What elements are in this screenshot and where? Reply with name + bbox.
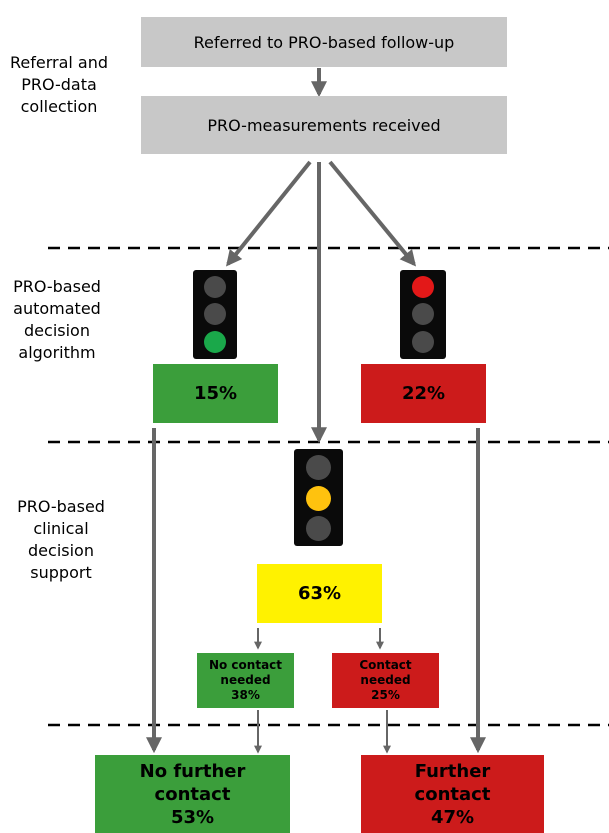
no-contact-percent: 38% xyxy=(231,688,260,702)
lamp-bottom xyxy=(306,516,331,541)
arrow-received-to-green xyxy=(225,160,312,267)
traffic-light-red-icon xyxy=(400,270,446,359)
lamp-middle xyxy=(204,303,226,325)
stage-algorithm-line-3: decision xyxy=(24,321,90,340)
stage-support-line-1: PRO-based xyxy=(17,497,105,516)
no-further-line-1: No further xyxy=(139,760,246,782)
stage-algorithm-line-1: PRO-based xyxy=(13,277,101,296)
lamp-bottom xyxy=(412,331,434,353)
yellow-percent: 63% xyxy=(297,583,342,604)
no-further-contact-box: No further contact 53% xyxy=(95,755,290,833)
dashed-separators xyxy=(48,246,609,727)
further-line-1: Further xyxy=(414,760,491,782)
lamp-middle-lit xyxy=(306,486,331,511)
no-contact-needed-box: No contact needed 38% xyxy=(197,653,294,708)
lamp-top xyxy=(306,455,331,480)
red-percent: 22% xyxy=(401,383,446,404)
traffic-light-yellow-icon xyxy=(294,449,343,546)
contact-line-2: needed xyxy=(360,673,411,687)
lamp-bottom-lit xyxy=(204,331,226,353)
contact-needed-box: Contact needed 25% xyxy=(332,653,439,708)
red-percent-box: 22% xyxy=(361,364,486,423)
stage-support-line-3: decision xyxy=(28,541,94,560)
stage-algorithm-line-4: algorithm xyxy=(18,343,96,362)
received-label: PRO-measurements received xyxy=(207,115,441,135)
green-percent: 15% xyxy=(193,383,238,404)
lamp-middle xyxy=(412,303,434,325)
stage-collection-line-2: PRO-data xyxy=(21,75,97,94)
stage-collection-line-3: collection xyxy=(20,97,98,116)
arrow-received-to-red xyxy=(328,160,417,267)
further-contact-box: Further contact 47% xyxy=(361,755,544,833)
contact-line-1: Contact xyxy=(359,658,412,672)
no-further-percent: 53% xyxy=(170,806,215,828)
stage-collection-line-1: Referral and xyxy=(9,53,109,72)
no-contact-line-1: No contact xyxy=(208,658,283,672)
no-further-line-2: contact xyxy=(154,783,231,805)
further-percent: 47% xyxy=(430,806,475,828)
received-box: PRO-measurements received xyxy=(141,96,507,154)
green-percent-box: 15% xyxy=(153,364,278,423)
referred-label: Referred to PRO-based follow-up xyxy=(193,32,455,52)
stage-label-collection: Referral and PRO-data collection xyxy=(4,52,114,118)
stage-support-line-4: support xyxy=(30,563,92,582)
referred-box: Referred to PRO-based follow-up xyxy=(141,17,507,67)
stage-label-support: PRO-based clinical decision support xyxy=(6,496,116,584)
no-contact-line-2: needed xyxy=(220,673,271,687)
traffic-light-green-icon xyxy=(193,270,237,359)
yellow-percent-box: 63% xyxy=(257,564,382,623)
further-line-2: contact xyxy=(414,783,491,805)
stage-label-algorithm: PRO-based automated decision algorithm xyxy=(2,276,112,364)
lamp-top xyxy=(204,276,226,298)
lamp-top-lit xyxy=(412,276,434,298)
stage-support-line-2: clinical xyxy=(33,519,89,538)
contact-percent: 25% xyxy=(371,688,400,702)
stage-algorithm-line-2: automated xyxy=(13,299,101,318)
